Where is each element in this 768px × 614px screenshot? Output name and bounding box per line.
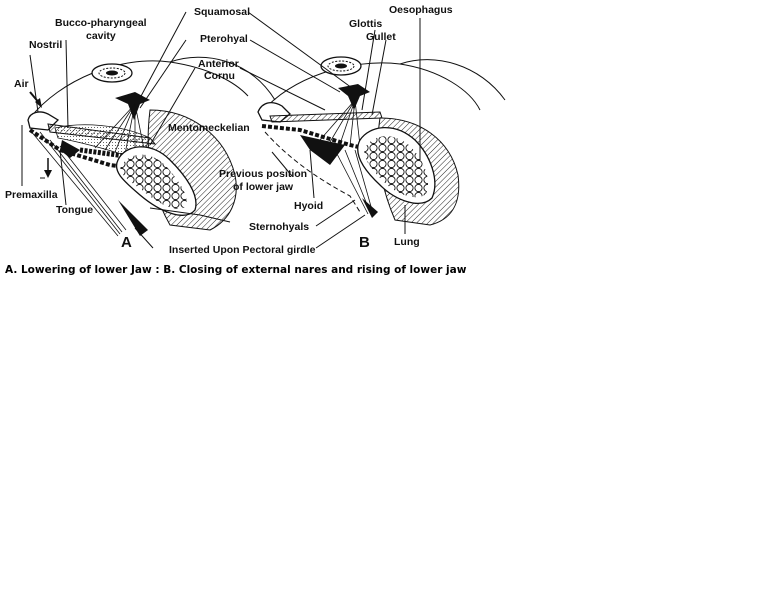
label-of-lower-jaw: of lower jaw <box>233 181 294 193</box>
label-bucco-pharyngeal: Bucco-pharyngeal <box>55 17 147 29</box>
label-hyoid: Hyoid <box>294 200 323 212</box>
label-tongue: Tongue <box>56 204 93 216</box>
label-lung: Lung <box>394 236 420 248</box>
label-pterohyal: Pterohyal <box>200 33 248 45</box>
label-premaxilla: Premaxilla <box>5 189 58 201</box>
label-nostril: Nostril <box>29 39 62 51</box>
label-sternohyals: Sternohyals <box>249 221 309 233</box>
label-gullet: Gullet <box>366 31 396 43</box>
label-anterior: Anterior <box>198 58 239 70</box>
label-glottis: Glottis <box>349 18 382 30</box>
panel-label-a: A <box>121 234 132 251</box>
label-mentomeckelian: Mentomeckelian <box>168 122 250 134</box>
panel-label-b: B <box>359 234 370 251</box>
label-cornu: Cornu <box>204 70 235 82</box>
label-air: Air <box>14 78 29 90</box>
leader-lines <box>21 11 421 249</box>
figure-caption: A. Lowering of lower Jaw : B. Closing of… <box>5 264 467 276</box>
label-cavity: cavity <box>86 30 116 42</box>
label-previous-position: Previous position <box>219 168 307 180</box>
panel-b-drawing <box>257 56 506 226</box>
label-squamosal: Squamosal <box>194 6 250 18</box>
label-inserted-upon-pectoral-girdle: Inserted Upon Pectoral girdle <box>169 244 316 256</box>
label-oesophagus: Oesophagus <box>389 4 453 16</box>
panel-a-drawing <box>27 56 276 237</box>
